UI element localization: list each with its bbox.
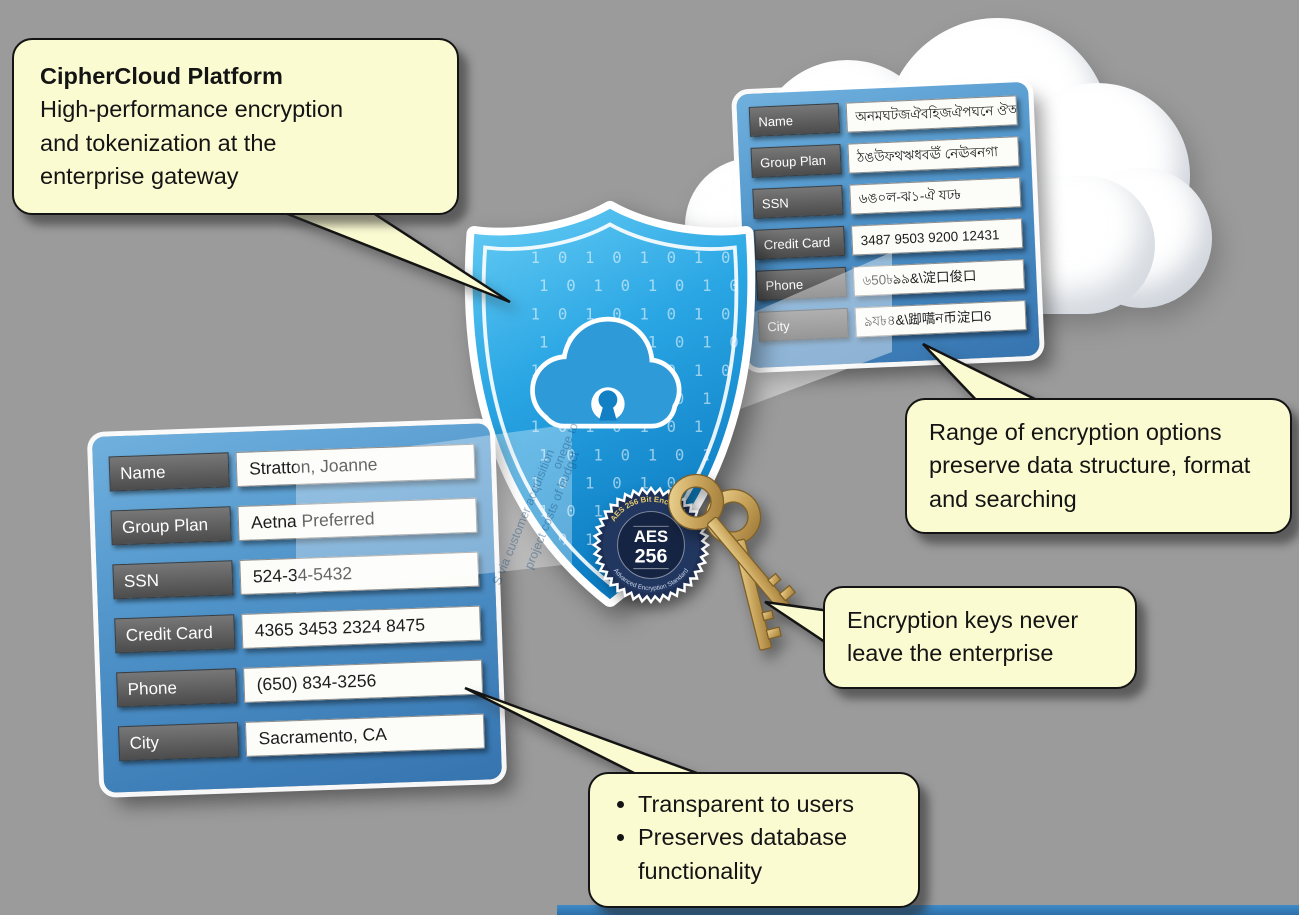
field-label: Credit Card xyxy=(114,614,236,654)
encryption-keys-icon xyxy=(667,473,797,651)
plaintext-record-rows: Name Stratton, Joanne Group Plan Aetna P… xyxy=(92,423,502,782)
callout-encryption-options: Range of encryption options preserve dat… xyxy=(905,398,1292,535)
callout-body: Range of encryption options preserve dat… xyxy=(929,419,1251,512)
bullet-item: Preserves database functionality xyxy=(638,821,898,888)
field-row: Credit Card 3487 9503 9200 12431 xyxy=(754,218,1024,260)
callout-body: High-performance encryption and tokeniza… xyxy=(40,96,344,190)
field-label: City xyxy=(118,722,240,762)
plaintext-record-card: Name Stratton, Joanne Group Plan Aetna P… xyxy=(91,423,503,793)
badge-aes-text: AES xyxy=(634,527,668,546)
keyhole-stem xyxy=(599,406,617,421)
encrypted-record-card: Name অনমঘটজঐবহিজঐপঘনে ঔঅ Group Plan ঠঙউফ… xyxy=(736,81,1040,369)
field-row: Group Plan ঠঙউফথঋধবঊঁ নেঊৰনগা xyxy=(750,136,1020,178)
bullet-list: Transparent to users Preserves database … xyxy=(610,788,898,888)
field-label: Group Plan xyxy=(110,506,232,546)
callout-platform: CipherCloud Platform High-performance en… xyxy=(12,38,459,216)
field-row: Group Plan Aetna Preferred xyxy=(110,497,478,546)
field-value: 4365 3453 2324 8475 xyxy=(241,605,482,649)
callout-transparency: Transparent to users Preserves database … xyxy=(588,772,920,909)
field-label: Name xyxy=(108,452,230,492)
field-value: Stratton, Joanne xyxy=(235,443,476,488)
field-value: Aetna Preferred xyxy=(237,497,478,541)
field-value: Sacramento, CA xyxy=(244,713,486,757)
field-value: অনমঘটজঐবহিজঐপঘনে ঔঅ xyxy=(845,95,1018,133)
field-value: 3487 9503 9200 12431 xyxy=(850,218,1024,256)
callout-tail xyxy=(279,209,511,304)
field-row: City Sacramento, CA xyxy=(118,713,486,762)
encrypted-record-rows: Name অনমঘটজঐবহিজঐপঘনে ঔঅ Group Plan ঠঙউফ… xyxy=(736,82,1039,355)
field-row: SSN ৬ঙ০ল-ঝ১-ঐ যঢ৳ xyxy=(752,177,1022,219)
bottom-blue-bar xyxy=(557,905,1299,915)
field-label: SSN xyxy=(112,560,234,600)
cloud-lock-icon xyxy=(530,316,682,429)
bullet-item: Transparent to users xyxy=(638,788,898,821)
binary-row: 1 0 1 0 1 0 1 0 1 0 1 0 1 xyxy=(531,248,777,267)
field-row: SSN 524-34-5432 xyxy=(112,551,480,600)
badge-256-text: 256 xyxy=(635,546,668,568)
field-row: Name Stratton, Joanne xyxy=(108,443,476,492)
field-value: (650) 834-3256 xyxy=(243,659,484,703)
callout-tail xyxy=(464,686,706,778)
field-row: Credit Card 4365 3453 2324 8475 xyxy=(114,605,482,654)
field-row: Name অনমঘটজঐবহিজঐপঘনে ঔঅ xyxy=(748,95,1018,137)
field-value: ঌয৳৪&\踋嚆ন币淀口6 xyxy=(854,300,1027,338)
field-row: Phone ৬50৳ঌ৯&\淀口俊口 xyxy=(755,259,1025,301)
field-row: Phone (650) 834-3256 xyxy=(116,659,484,708)
field-value: 524-34-5432 xyxy=(239,551,480,595)
badge-inner-ring xyxy=(617,511,685,579)
callout-body: Encryption keys never leave the enterpri… xyxy=(847,607,1079,667)
key-icon xyxy=(667,473,797,615)
callout-title: CipherCloud Platform xyxy=(40,63,283,89)
binary-row: 1 0 1 0 1 0 1 0 1 0 1 0 1 xyxy=(539,276,777,295)
field-label: Name xyxy=(748,103,840,137)
callout-encryption-keys: Encryption keys never leave the enterpri… xyxy=(823,586,1137,689)
binary-row: 1 0 1 0 1 0 1 0 1 0 1 0 1 xyxy=(531,304,777,323)
field-value: ঠঙউফথঋধবঊঁ নেঊৰনগা xyxy=(847,136,1020,174)
field-value: ৬ঙ০ল-ঝ১-ঐ যঢ৳ xyxy=(849,177,1022,215)
binary-row: 1 0 1 0 1 0 1 0 1 0 1 0 1 xyxy=(539,445,777,464)
field-label: Phone xyxy=(116,668,238,708)
field-label: Group Plan xyxy=(750,143,842,178)
keyhole-icon xyxy=(598,390,618,410)
field-row: City ঌয৳৪&\踋嚆ন币淀口6 xyxy=(757,300,1027,342)
field-value: ৬50৳ঌ৯&\淀口俊口 xyxy=(852,259,1025,297)
